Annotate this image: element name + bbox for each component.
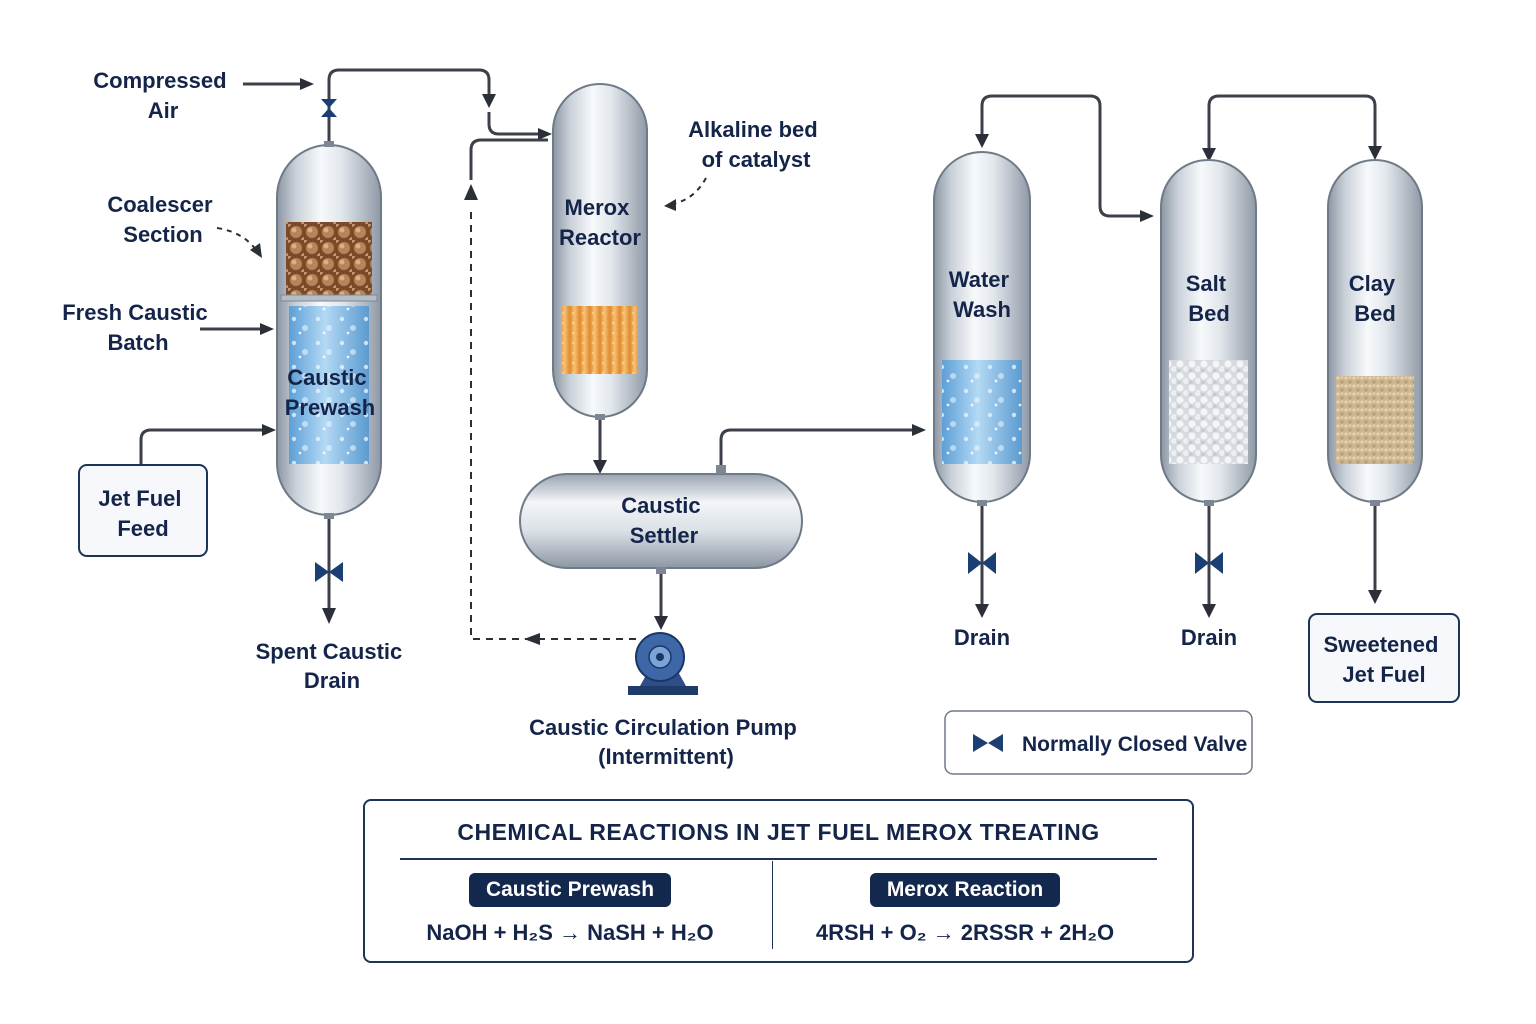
salt-drain-label: Drain: [1181, 625, 1237, 650]
pipe-settler-to-waterwash: [719, 428, 914, 468]
clay-media: [1336, 376, 1414, 464]
coalescer-section-label: Coalescer Section: [107, 192, 218, 247]
pipe-jet-fuel-feed: [139, 428, 264, 464]
recirc-arrow-left: [524, 633, 540, 645]
feed-arrow: [262, 424, 276, 436]
coalescer-pointer-head: [250, 243, 262, 258]
compressed-air-label: Compressed Air: [93, 68, 232, 123]
caustic-circulation-pump[interactable]: [628, 632, 698, 695]
air-arrow-head: [300, 78, 314, 90]
valves: [315, 99, 1223, 582]
jet-fuel-feed-box: [78, 464, 208, 557]
alkaline-bed-label: Alkaline bed of catalyst: [688, 117, 824, 172]
vessel-caustic-prewash[interactable]: [276, 141, 382, 519]
arrow-down-head: [482, 94, 496, 108]
reaction-merox-column: Merox Reaction 4RSH + O₂ → 2RSSR + 2H₂O: [775, 873, 1155, 946]
valve-waterwash-drain[interactable]: [968, 552, 996, 574]
water-wash-label: Water Wash: [949, 267, 1015, 322]
legend-box: [944, 710, 1253, 775]
reactions-column-divider: [772, 861, 773, 949]
pipe-salt-to-clay: [1207, 94, 1377, 150]
coalescer-media: [286, 222, 372, 296]
clay-outlet-arrow: [1368, 590, 1382, 604]
arrow-reactor-inlet: [538, 128, 552, 140]
sweetened-jet-fuel-label: Sweetened Jet Fuel: [1323, 632, 1444, 687]
salt-drain-arrow: [1202, 604, 1216, 618]
waterwash-drain-arrow: [975, 604, 989, 618]
pipe-air-to-reactor: [327, 68, 491, 145]
settler-inlet-arrow: [593, 460, 607, 474]
chemical-reactions-panel: CHEMICAL REACTIONS IN JET FUEL MEROX TRE…: [363, 799, 1194, 963]
fresh-caustic-arrow: [260, 323, 274, 335]
vessel-merox-reactor[interactable]: [552, 83, 648, 420]
pipe-waterwash-to-salt: [980, 94, 1140, 218]
legend-valve-label: Normally Closed Valve: [1022, 733, 1247, 756]
vessel-salt-bed[interactable]: [1160, 159, 1257, 506]
spent-caustic-arrow: [322, 608, 336, 624]
pump-inlet-arrow: [654, 616, 668, 630]
caustic-settler-label: Caustic Settler: [621, 493, 707, 548]
legend-valve-icon: [973, 734, 1003, 752]
waterwash-drain-label: Drain: [954, 625, 1010, 650]
sweetened-jet-fuel-box: [1308, 613, 1460, 703]
salt-inlet-arrow: [1140, 210, 1154, 222]
clay-bed-label: Clay Bed: [1349, 271, 1402, 326]
fresh-caustic-batch-label: Fresh Caustic Batch: [62, 300, 214, 355]
jet-fuel-feed-label: Jet Fuel Feed: [98, 486, 187, 541]
spent-caustic-drain-label: Spent Caustic Drain: [256, 639, 409, 693]
valve-spent-caustic[interactable]: [315, 562, 343, 582]
vessel-caustic-settler[interactable]: [519, 465, 803, 574]
pipe-into-reactor: [487, 112, 540, 136]
vessel-water-wash[interactable]: [933, 151, 1031, 506]
alkaline-bed-pointer: [671, 177, 707, 205]
merox-reaction-equation: 4RSH + O₂ → 2RSSR + 2H₂O: [815, 920, 1115, 945]
waterwash-top-arrow: [975, 134, 989, 148]
caustic-prewash-equation: NaOH + H₂S → NaSH + H₂O: [426, 920, 714, 945]
valve-salt-drain[interactable]: [1195, 552, 1223, 574]
merox-reactor-label: Merox Reactor: [559, 195, 641, 250]
reactions-title: CHEMICAL REACTIONS IN JET FUEL MEROX TRE…: [457, 819, 1100, 845]
salt-bed-label: Salt Bed: [1186, 271, 1232, 326]
clay-inlet-arrow: [1368, 146, 1382, 160]
circulation-pump-label: Caustic Circulation Pump (Intermittent): [529, 715, 803, 769]
caustic-prewash-pill: Caustic Prewash: [468, 873, 672, 907]
alkaline-bed-pointer-head: [664, 199, 676, 211]
valve-compressed-air[interactable]: [321, 99, 337, 117]
reaction-prewash-column: Caustic Prewash NaOH + H₂S → NaSH + H₂O: [380, 873, 760, 946]
salt-media: [1169, 360, 1248, 464]
reactions-divider: [400, 858, 1157, 860]
catalyst-bed: [562, 306, 638, 374]
merox-reaction-pill: Merox Reaction: [869, 873, 1061, 907]
recirc-arrow-up: [464, 184, 478, 200]
caustic-prewash-label: Caustic Prewash: [285, 365, 376, 420]
vessel-clay-bed[interactable]: [1327, 159, 1423, 506]
piping: [139, 68, 1382, 645]
pipe-caustic-return: [469, 138, 548, 180]
salt-top-arrow: [1202, 148, 1216, 162]
coalescer-pointer: [216, 227, 257, 251]
recirculation-line: [470, 206, 636, 640]
waterwash-inlet-arrow: [912, 424, 926, 436]
